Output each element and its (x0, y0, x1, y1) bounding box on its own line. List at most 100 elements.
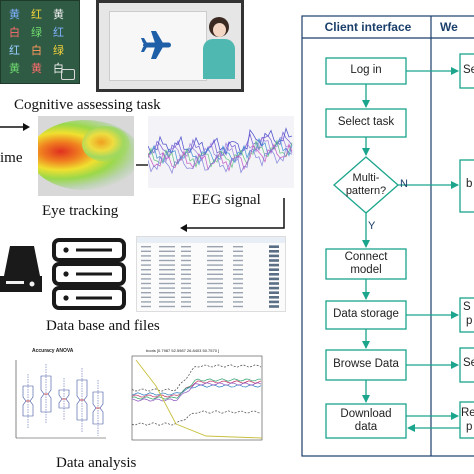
db-cell (141, 278, 151, 280)
db-cell (159, 255, 175, 257)
line-chart-series (131, 410, 262, 426)
db-row-button (269, 268, 279, 271)
db-row-button (269, 291, 279, 294)
anova-box (76, 379, 88, 421)
airplane-icon (141, 31, 171, 59)
db-row-button (269, 282, 279, 285)
db-row-button (269, 305, 279, 308)
db-cell (207, 259, 223, 262)
db-cell (233, 259, 243, 262)
db-row-button (269, 286, 279, 290)
db-cell (141, 264, 151, 266)
step-connect-model-box (325, 248, 407, 280)
browse-data-label: Browse Data (333, 358, 399, 370)
db-cell (141, 259, 151, 262)
stroop-character: 绿 (31, 26, 42, 39)
data-storage-label: Data storage (333, 308, 399, 320)
db-cell (207, 273, 223, 275)
stroop-character: 红 (53, 26, 64, 39)
db-cell (181, 278, 191, 280)
db-cell (181, 250, 191, 252)
db-row-button (269, 250, 279, 253)
caption-database: Data base and files (46, 318, 160, 334)
stroop-character: 绿 (53, 44, 64, 57)
anova-chart: Accuracy ANOVA (2, 346, 112, 448)
db-cell (159, 296, 175, 298)
db-cell (181, 259, 191, 262)
line-chart-series (131, 378, 262, 400)
db-cell (141, 292, 151, 294)
server-step-2-partial: b (466, 178, 473, 190)
anova-box (40, 375, 52, 413)
anova-chart-title: Accuracy ANOVA (32, 348, 74, 354)
line-chart: boots [0.7987 52.5987 26.8403 50.7570 ] (116, 346, 272, 452)
db-cell (233, 273, 243, 275)
stroop-character: 黄 (9, 8, 20, 21)
db-row-button (269, 296, 279, 299)
db-cell (233, 278, 243, 280)
stroop-character: 黄 (31, 62, 42, 75)
db-cell (233, 255, 243, 257)
download-line1: Download (340, 408, 392, 420)
step-login-box (325, 57, 407, 85)
line-chart-title: boots [0.7987 52.5987 26.8403 50.7570 ] (146, 348, 220, 353)
db-cell (233, 246, 243, 248)
server-step-1-partial: Se (463, 64, 474, 76)
step-download-box (325, 403, 407, 439)
db-cell (207, 287, 223, 289)
decision-label-line2: pattern? (345, 185, 387, 197)
server-step-5b-partial: p (466, 421, 473, 433)
db-cell (141, 301, 151, 303)
db-cell (233, 250, 243, 252)
eeg-trace (148, 146, 293, 175)
db-cell (181, 305, 191, 308)
db-cell (207, 269, 223, 271)
db-cell (181, 255, 191, 257)
db-cell (233, 305, 243, 308)
db-cell (181, 246, 191, 248)
db-cell (159, 269, 175, 271)
db-cell (207, 305, 223, 308)
eye-tracking-heatmap (38, 116, 134, 196)
stroop-character-grid: 黄红黄白绿红红白绿黄黄白 (9, 7, 75, 76)
db-cell (181, 301, 191, 303)
db-cell (159, 292, 175, 294)
db-cell (141, 305, 151, 308)
caption-eye-tracking: Eye tracking (42, 203, 119, 219)
assistant-body (203, 39, 235, 79)
db-cell (159, 273, 175, 275)
no-label: N (400, 178, 408, 190)
db-cell (207, 246, 223, 248)
db-cell (233, 287, 243, 289)
db-cell (233, 296, 243, 298)
stroop-character: 红 (31, 8, 42, 21)
db-cell (159, 259, 175, 262)
db-cell (181, 292, 191, 294)
caption-analysis: Data analysis (56, 455, 137, 471)
caption-cognitive-task: Cognitive assessing task (14, 97, 161, 113)
line-chart-decay-series (135, 359, 263, 439)
db-cell (207, 282, 223, 285)
server-step-5-partial: Re (461, 407, 474, 419)
db-cell (159, 278, 175, 280)
db-cell (181, 273, 191, 275)
client-interface-header: Client interface (324, 20, 412, 34)
db-cell (141, 296, 151, 298)
db-cell (207, 255, 223, 257)
connect-model-line1: Connect (344, 251, 388, 263)
server-header: We (440, 20, 458, 34)
eeg-trace (148, 139, 293, 169)
eeg-trace (148, 137, 293, 163)
db-cell (159, 305, 175, 308)
server-step-4-partial: Se (463, 357, 474, 369)
airplane-task-screen (96, 0, 244, 92)
anova-box (58, 389, 70, 409)
db-cell (141, 282, 151, 285)
db-cell (159, 282, 175, 285)
eeg-signal-plot (148, 116, 294, 188)
db-cell (207, 264, 223, 266)
db-cell (207, 292, 223, 294)
caption-time: ime (0, 150, 23, 166)
db-cell (181, 287, 191, 289)
